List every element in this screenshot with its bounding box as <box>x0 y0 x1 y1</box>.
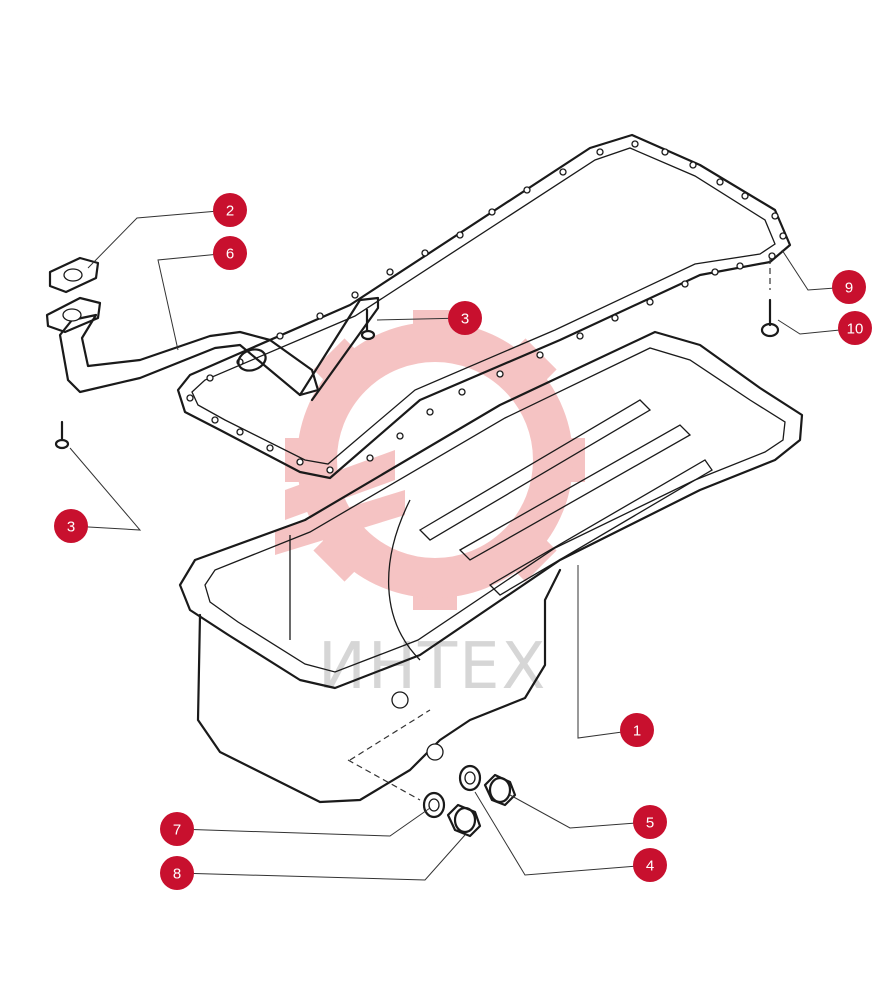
sealing-washer-4 <box>458 764 482 792</box>
oil-pan <box>178 330 804 804</box>
svg-text:6: 6 <box>226 246 234 263</box>
pipe-flange-gasket <box>48 256 100 294</box>
sealing-washer-7 <box>422 791 446 819</box>
bolt-3-lower <box>54 420 70 450</box>
drain-plug-8 <box>446 803 482 838</box>
callout-badge: 5 <box>633 805 667 839</box>
oil-suction-pipe <box>45 296 380 402</box>
svg-text:4: 4 <box>646 858 654 875</box>
callout-badge: 8 <box>160 856 194 890</box>
bolt-3-upper <box>360 308 376 341</box>
drain-alignment-line <box>347 759 421 801</box>
svg-text:9: 9 <box>845 280 853 297</box>
svg-text:5: 5 <box>646 815 654 832</box>
svg-text:3: 3 <box>67 519 75 536</box>
gasket-bolt-holes <box>186 140 787 474</box>
svg-text:3: 3 <box>461 311 469 328</box>
callout-badge: 3 <box>448 301 482 335</box>
callout-badge: 9 <box>832 270 866 304</box>
oil-pan-gasket <box>176 133 792 480</box>
svg-text:10: 10 <box>847 321 864 338</box>
callout-badge: 4 <box>633 848 667 882</box>
callout-badge: 3 <box>54 509 88 543</box>
bolt-10 <box>760 298 780 338</box>
callout-badge: 7 <box>160 812 194 846</box>
callout-badges: 1 2 3 3 4 5 6 7 8 9 10 <box>54 193 872 890</box>
svg-text:1: 1 <box>633 723 641 740</box>
watermark-text: ИНТЕХ <box>318 630 547 704</box>
svg-text:7: 7 <box>173 822 181 839</box>
watermark-gear-icon: ИНТЕХ <box>275 310 585 704</box>
callout-badge: 2 <box>213 193 247 227</box>
svg-text:8: 8 <box>173 866 181 883</box>
callout-badge: 1 <box>620 713 654 747</box>
svg-text:2: 2 <box>226 203 234 220</box>
leader-lines <box>69 209 861 881</box>
drain-alignment-line-2 <box>349 709 431 761</box>
callout-badge: 10 <box>838 311 872 345</box>
drain-plug-5 <box>483 773 517 807</box>
callout-badge: 6 <box>213 236 247 270</box>
